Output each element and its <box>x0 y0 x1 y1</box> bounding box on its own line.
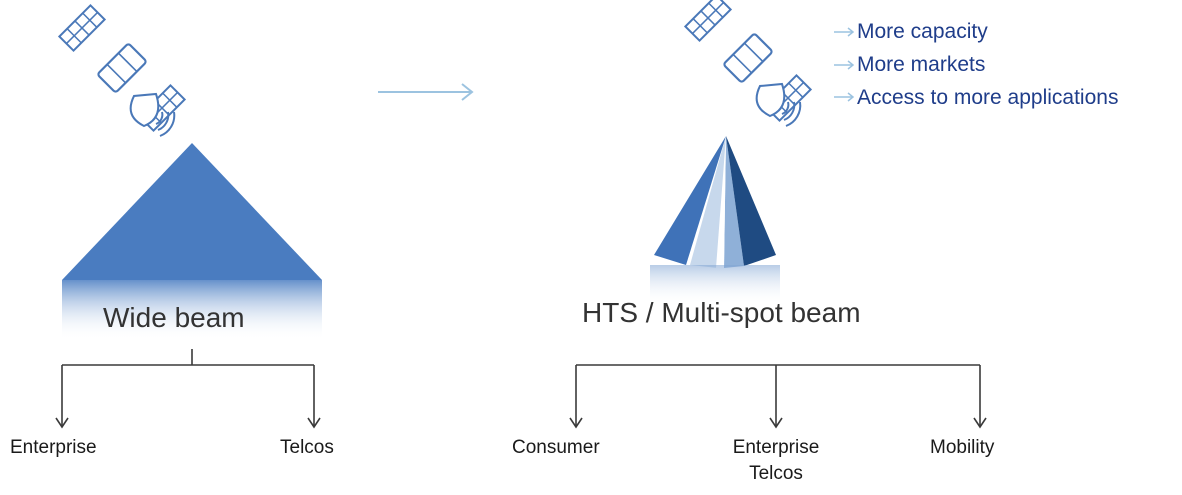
wide-beam-reflection <box>62 280 322 340</box>
benefit-item: More markets <box>857 53 986 76</box>
arrow-right-icon <box>378 83 474 101</box>
satellite-icon <box>684 0 812 128</box>
multi-spot-beam-shape <box>654 136 776 268</box>
segment-label-enterprise: Enterprise <box>10 437 97 458</box>
segment-label-enterprise-telcos: Enterprise Telcos <box>716 437 836 485</box>
benefit-item: More capacity <box>857 20 988 43</box>
segment-label-consumer: Consumer <box>512 437 600 458</box>
segment-label-telcos-line: Telcos <box>749 463 803 484</box>
segment-label-enterprise-line: Enterprise <box>732 437 820 458</box>
multi-spot-beam-label: HTS / Multi-spot beam <box>582 297 861 328</box>
segment-label-mobility: Mobility <box>930 437 995 458</box>
multi-spot-beam-reflection <box>650 265 780 305</box>
multi-spot-segment-tree <box>569 364 987 429</box>
wide-beam-label: Wide beam <box>103 302 245 333</box>
satellite-icon <box>58 4 186 138</box>
benefit-arrows <box>834 27 855 102</box>
wide-beam-segment-tree <box>55 349 321 429</box>
benefit-item: Access to more applications <box>857 86 1119 109</box>
wide-beam-shape <box>62 143 322 280</box>
segment-label-telcos: Telcos <box>280 437 334 458</box>
